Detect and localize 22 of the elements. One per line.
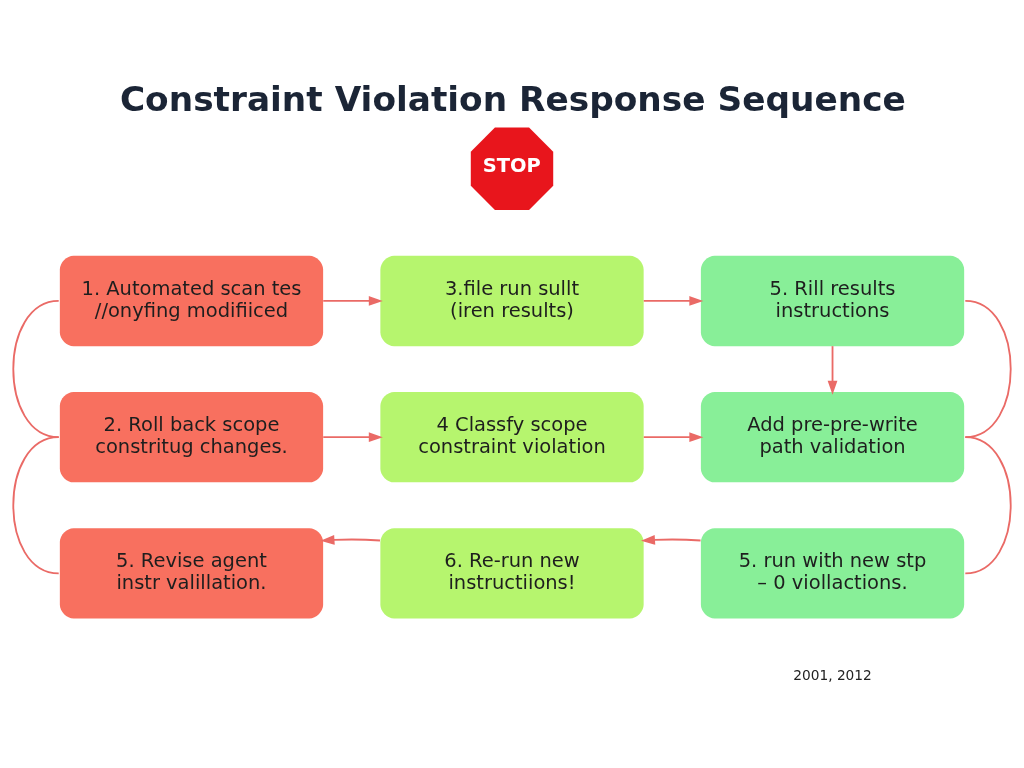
diagram-title: Constraint Violation Response Sequence bbox=[119, 78, 906, 119]
node-box: 5. Revise agent instr valillation. bbox=[59, 527, 324, 619]
connector bbox=[964, 435, 1012, 574]
node-box: 1. Automated scan tes //onyfing modifiiced bbox=[59, 255, 324, 346]
arrow bbox=[320, 534, 381, 545]
arrow bbox=[641, 534, 702, 545]
arrow bbox=[642, 431, 704, 442]
node-box: 2. Roll back scope constritug changes. bbox=[59, 391, 324, 482]
connector bbox=[12, 435, 60, 574]
node-box: 3.file run sullt (iren results) bbox=[380, 255, 644, 346]
connector bbox=[12, 299, 60, 438]
arrow bbox=[827, 344, 838, 395]
node-box: 5. Rill results instructions bbox=[700, 255, 965, 346]
label: 2001, 2012 bbox=[793, 666, 872, 683]
arrow bbox=[642, 295, 704, 306]
arrow bbox=[322, 431, 383, 442]
node-box: 6. Re-run new instructiions! bbox=[380, 527, 644, 619]
node-box: 4 Classfy scope constraint violation bbox=[380, 391, 644, 482]
node-box: 5. run with new stp – 0 viollactions. bbox=[700, 527, 965, 619]
connector bbox=[964, 299, 1012, 438]
node-box: Add pre-pre-write path validation bbox=[700, 391, 965, 482]
arrow bbox=[322, 295, 383, 306]
